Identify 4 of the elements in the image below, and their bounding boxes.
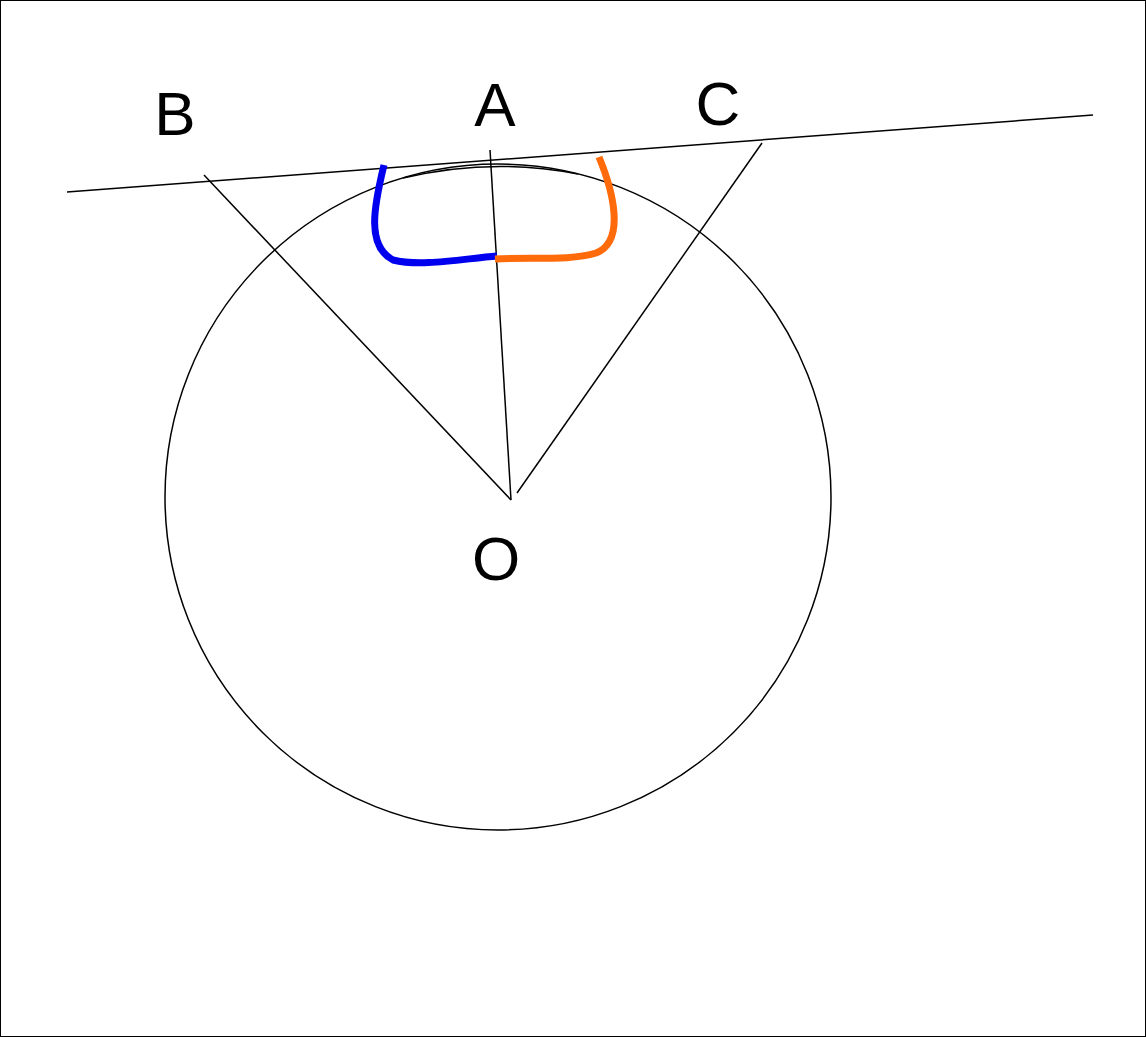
point-label: O — [471, 528, 521, 590]
point-label: C — [695, 73, 741, 135]
point-label: B — [154, 83, 196, 145]
point-label: A — [474, 74, 516, 136]
